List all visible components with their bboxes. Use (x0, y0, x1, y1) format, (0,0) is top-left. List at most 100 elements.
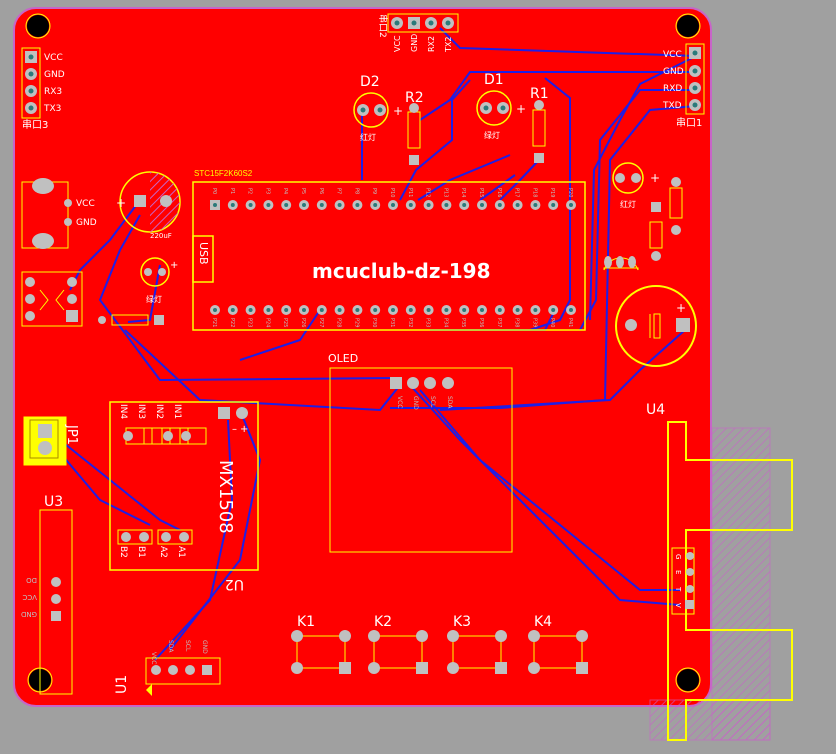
led-small-caption: 绿灯 (146, 294, 162, 304)
mx-out-label: A1 (176, 546, 186, 558)
mcu-top-drill (230, 203, 235, 207)
mcu-bottom-pin-label: P22 (229, 318, 235, 327)
mcu-bottom-drill (515, 308, 520, 312)
u2-label: U2 (225, 576, 244, 592)
mcu-top-pin-label: P11 (407, 188, 413, 197)
mcu-top-drill (337, 203, 342, 207)
key-outline (296, 635, 346, 669)
svg-text:+: + (676, 301, 686, 315)
mcu-top-drill (569, 203, 573, 207)
mcu-bottom-pin-label: P25 (282, 318, 288, 327)
mcu-top-pin-label: P20 (567, 188, 573, 197)
mcu-bottom-pin-label: P26 (300, 318, 306, 327)
mcu-top-drill (497, 203, 502, 207)
key-pad (291, 630, 303, 642)
key-pad (447, 662, 459, 674)
mcu-bottom-drill (551, 308, 556, 312)
r2-label: R2 (405, 90, 424, 106)
mcu-top-drill (391, 203, 395, 207)
svg-text:+: + (170, 260, 178, 271)
mcu-bottom-drill (213, 308, 217, 312)
key-pad (447, 630, 459, 642)
led-right: + 红灯 (612, 162, 683, 261)
mcu-bottom-pin-label: P28 (336, 318, 342, 327)
key-label-1: K1 (297, 614, 315, 630)
resistor-r2: R2 (405, 90, 424, 165)
oled-pin-4: SDA (446, 396, 453, 409)
mcu-bottom-pin-label: P30 (371, 318, 377, 327)
oled-pin-3: SCL (429, 396, 436, 408)
mcu-bottom-pin-label: P29 (353, 318, 359, 327)
switch-block (21, 271, 83, 327)
uart-top-label-1: VCC (393, 35, 402, 52)
mx-out-outline (117, 529, 153, 545)
mcu-bottom-drill (373, 308, 378, 312)
oled-pin-1: VCC (396, 396, 403, 408)
svg-text:+: + (516, 102, 526, 116)
r1-label: R1 (530, 86, 549, 102)
u1-pin-3: SCL (184, 640, 191, 652)
key-pad (528, 630, 540, 642)
key-pad (291, 662, 303, 674)
key-pad (495, 662, 507, 674)
power-vcc-label: VCC (76, 199, 95, 209)
key-label-3: K3 (453, 614, 471, 630)
mx-out-outline (157, 529, 193, 545)
cap-label: 220uF (150, 232, 172, 240)
key-pad (416, 662, 428, 674)
mcu-top-pin-label: P9 (371, 188, 377, 194)
key-pad (339, 630, 351, 642)
key-pad (339, 662, 351, 674)
mx-in-label: IN1 (172, 404, 182, 419)
d1-caption: 绿灯 (484, 130, 500, 140)
led-small: 绿灯 + (140, 257, 178, 304)
mcu-bottom-drill (408, 308, 413, 312)
uart-right-label-1: VCC (663, 50, 682, 60)
mcu-bottom-pin-label: P38 (514, 318, 520, 327)
mx-in-pad (123, 431, 133, 441)
resistor-small (98, 314, 164, 326)
mx-in-label: IN2 (154, 404, 164, 419)
mx-in-label: IN4 (118, 404, 128, 419)
key-label-4: K4 (534, 614, 552, 630)
mcu-top-drill (426, 203, 431, 207)
mcu-top-pin-label: P1 (229, 188, 235, 194)
u3-sensor: U3 DO VCC GND (21, 494, 73, 695)
mcu-bottom-drill (284, 308, 289, 312)
u1-pin-2: SDA (167, 640, 174, 653)
capacitor-right: + (615, 285, 697, 367)
mcu-top-drill (319, 203, 324, 207)
mcu-top-drill (408, 203, 413, 207)
u3-label: U3 (44, 494, 63, 510)
svg-text:+: + (393, 104, 403, 118)
u1-pin-4: GND (201, 640, 208, 654)
mcu-top-pin-label: P5 (300, 188, 306, 194)
uart-top-label-4: TX2 (444, 37, 453, 53)
capacitor-220uf: + 220uF (116, 171, 181, 240)
key-pad (528, 662, 540, 674)
mcu-bottom-drill (230, 308, 235, 312)
led-right-caption: 红灯 (620, 199, 636, 209)
mcu-top-drill (355, 203, 360, 207)
mcu-top-pin-label: P13 (442, 188, 448, 197)
uart-left-label-2: GND (44, 70, 65, 80)
mcu-bottom-pin-label: P37 (496, 318, 502, 327)
uart-right-label-2: GND (663, 67, 684, 77)
mcu-top-drill (444, 203, 449, 207)
d2-label: D2 (360, 74, 380, 90)
svg-text:–: – (232, 424, 237, 435)
mx-out-label: B2 (118, 546, 128, 558)
key-pad (576, 662, 588, 674)
oled-module: OLED VCC GND SCL SDA (328, 352, 513, 553)
mcu-top-pin-label: P3 (264, 188, 270, 194)
mcu-top-pin-label: P10 (389, 188, 395, 197)
d1-label: D1 (484, 72, 504, 88)
mcu-bottom-pin-label: P40 (549, 318, 555, 327)
key-pad (416, 630, 428, 642)
u1-label: U1 (114, 675, 130, 694)
